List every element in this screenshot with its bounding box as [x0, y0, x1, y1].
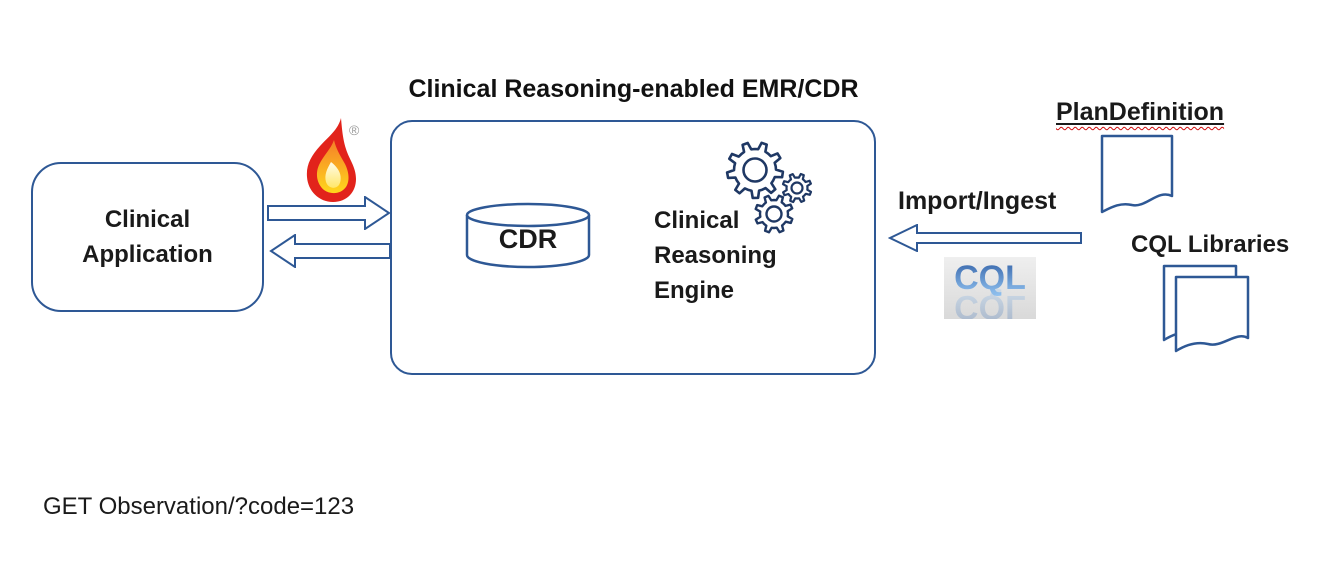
response-arrow-icon	[269, 234, 391, 268]
api-calls: GET Observation/?code=123 POST Medicatio…	[43, 418, 371, 565]
fhir-flame-icon	[306, 118, 356, 202]
api-call-line: GET Observation/?code=123	[43, 493, 355, 520]
plan-definition-label: PlanDefinition	[1056, 98, 1225, 126]
cql-libraries-label: CQL Libraries	[1131, 231, 1290, 258]
cql-logo-text: CQL	[954, 259, 1026, 297]
plan-definition-document-icon	[1100, 134, 1174, 214]
cdr-database-icon	[465, 202, 591, 269]
cql-logo: CQL CQL	[944, 257, 1036, 319]
registered-trademark: ®	[349, 122, 360, 138]
gears-icon	[725, 141, 813, 234]
cql-libraries-documents-icon	[1162, 264, 1250, 353]
import-arrow-icon	[888, 224, 1082, 252]
clinical-application-box: Clinical Application	[31, 162, 264, 312]
request-arrow-icon	[267, 196, 391, 230]
reasoning-engine-label: Clinical Reasoning Engine	[654, 207, 777, 304]
diagram-title: Clinical Reasoning-enabled EMR/CDR	[408, 75, 859, 103]
cdr-label: CDR	[498, 224, 558, 254]
import-ingest-label: Import/Ingest	[898, 187, 1057, 215]
cql-logo-reflection: CQL	[954, 286, 1026, 319]
clinical-application-label: Clinical Application	[82, 206, 213, 268]
